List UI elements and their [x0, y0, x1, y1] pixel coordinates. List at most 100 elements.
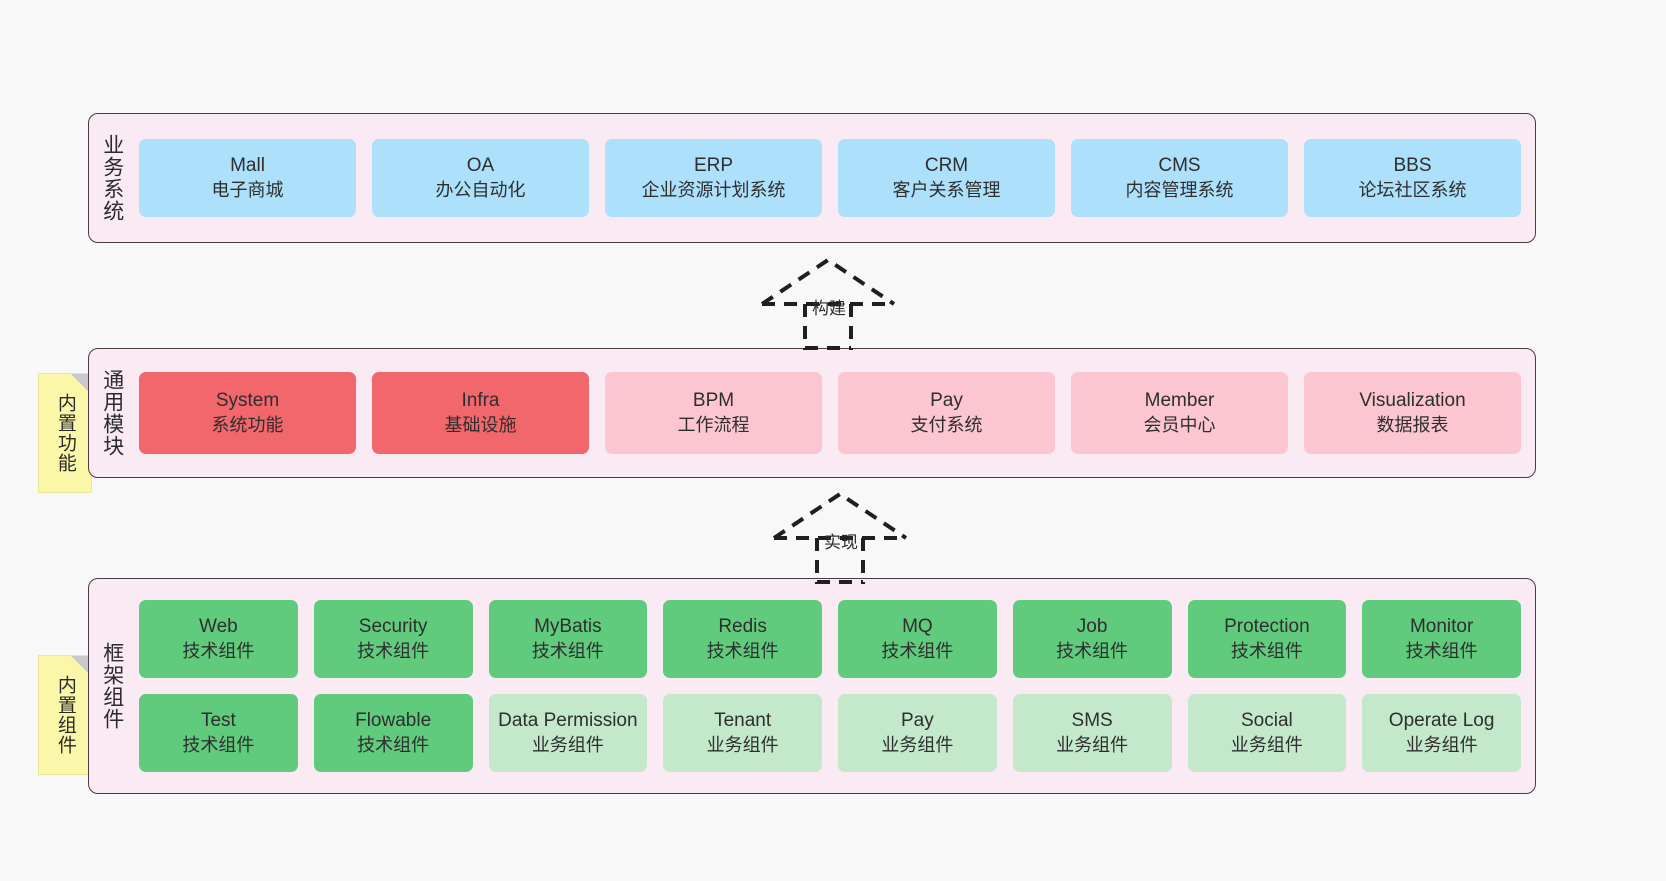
card-bpm[interactable]: BPM 工作流程 — [605, 372, 822, 454]
card-title: Operate Log — [1388, 710, 1495, 732]
card-tenant[interactable]: Tenant 业务组件 — [663, 694, 822, 772]
card-pay[interactable]: Pay 支付系统 — [838, 372, 1055, 454]
card-title: Monitor — [1409, 616, 1474, 638]
card-title: Infra — [461, 390, 500, 412]
card-subtitle: 技术组件 — [1230, 640, 1303, 661]
card-subtitle: 技术组件 — [881, 640, 954, 661]
card-infra[interactable]: Infra 基础设施 — [372, 372, 589, 454]
card-subtitle: 技术组件 — [531, 640, 604, 661]
card-security[interactable]: Security 技术组件 — [313, 600, 473, 678]
card-title: MQ — [902, 616, 933, 638]
card-subtitle: 业务组件 — [881, 734, 954, 755]
card-subtitle: 数据报表 — [1376, 414, 1449, 435]
card-subtitle: 业务组件 — [531, 734, 604, 755]
card-subtitle: 技术组件 — [706, 640, 779, 661]
card-title: Job — [1076, 616, 1108, 638]
card-subtitle: 系统功能 — [211, 414, 284, 435]
card-subtitle: 办公自动化 — [435, 179, 526, 200]
card-title: SMS — [1071, 710, 1113, 732]
realization-arrow-icon — [760, 257, 896, 350]
card-subtitle: 工作流程 — [677, 414, 750, 435]
card-row: Test 技术组件 Flowable 技术组件 Data Permission … — [139, 694, 1521, 772]
card-cms[interactable]: CMS 内容管理系统 — [1071, 139, 1288, 217]
card-test[interactable]: Test 技术组件 — [139, 694, 298, 772]
note-fold-icon — [71, 374, 91, 394]
card-row: Mall 电子商城 OA 办公自动化 ERP 企业资源计划系统 CRM 客户关系… — [139, 139, 1521, 217]
card-subtitle: 业务组件 — [706, 734, 779, 755]
connector-build-label: 构建 — [812, 299, 846, 318]
card-title: Data Permission — [498, 710, 638, 732]
sticky-note-label: 内置组件 — [54, 675, 76, 755]
card-flowable[interactable]: Flowable 技术组件 — [313, 694, 473, 772]
card-subtitle: 内容管理系统 — [1125, 179, 1234, 200]
card-visualization[interactable]: Visualization 数据报表 — [1304, 372, 1521, 454]
card-web[interactable]: Web 技术组件 — [139, 600, 298, 678]
card-title: Protection — [1224, 616, 1310, 638]
card-system[interactable]: System 系统功能 — [139, 372, 356, 454]
card-subtitle: 业务组件 — [1230, 734, 1303, 755]
card-title: Pay — [930, 390, 963, 412]
card-bbs[interactable]: BBS 论坛社区系统 — [1304, 139, 1521, 217]
card-title: Mall — [230, 155, 265, 177]
card-subtitle: 业务组件 — [1056, 734, 1129, 755]
card-subtitle: 技术组件 — [357, 640, 430, 661]
card-title: System — [215, 390, 280, 412]
card-subtitle: 基础设施 — [444, 414, 517, 435]
layer-body-business-system: Mall 电子商城 OA 办公自动化 ERP 企业资源计划系统 CRM 客户关系… — [135, 114, 1535, 242]
card-oa[interactable]: OA 办公自动化 — [372, 139, 589, 217]
card-title: Pay — [901, 710, 934, 732]
card-subtitle: 技术组件 — [1405, 640, 1478, 661]
card-operate-log[interactable]: Operate Log 业务组件 — [1362, 694, 1521, 772]
sticky-note-builtin-function: 内置功能 — [38, 373, 92, 493]
card-redis[interactable]: Redis 技术组件 — [663, 600, 822, 678]
card-sms[interactable]: SMS 业务组件 — [1012, 694, 1172, 772]
layer-body-common-module: System 系统功能 Infra 基础设施 BPM 工作流程 Pay 支付系统 — [135, 349, 1535, 477]
card-mq[interactable]: MQ 技术组件 — [838, 600, 997, 678]
card-title: MyBatis — [534, 616, 602, 638]
card-subtitle: 电子商城 — [211, 179, 284, 200]
sticky-note-label: 内置功能 — [54, 393, 76, 473]
card-mall[interactable]: Mall 电子商城 — [139, 139, 356, 217]
card-social[interactable]: Social 业务组件 — [1187, 694, 1347, 772]
card-subtitle: 业务组件 — [1405, 734, 1478, 755]
card-protection[interactable]: Protection 技术组件 — [1187, 600, 1347, 678]
card-title: Member — [1144, 390, 1215, 412]
card-subtitle: 技术组件 — [182, 640, 255, 661]
layer-common-module: 通用模块 System 系统功能 Infra 基础设施 BPM 工作流程 — [88, 348, 1536, 478]
card-title: Flowable — [355, 710, 432, 732]
card-title: CRM — [924, 155, 969, 177]
card-job[interactable]: Job 技术组件 — [1012, 600, 1172, 678]
card-subtitle: 论坛社区系统 — [1358, 179, 1467, 200]
card-crm[interactable]: CRM 客户关系管理 — [838, 139, 1055, 217]
card-monitor[interactable]: Monitor 技术组件 — [1362, 600, 1521, 678]
layer-framework-component: 框架组件 Web 技术组件 Security 技术组件 MyBatis 技术组件 — [88, 578, 1536, 794]
card-pay-business[interactable]: Pay 业务组件 — [838, 694, 997, 772]
card-title: Security — [358, 616, 428, 638]
card-title: ERP — [693, 155, 734, 177]
card-member[interactable]: Member 会员中心 — [1071, 372, 1288, 454]
layer-title-common-module: 通用模块 — [100, 369, 124, 457]
card-subtitle: 会员中心 — [1143, 414, 1216, 435]
card-title: Test — [200, 710, 236, 732]
card-title: Visualization — [1359, 390, 1466, 412]
card-mybatis[interactable]: MyBatis 技术组件 — [488, 600, 648, 678]
card-title: Social — [1241, 710, 1293, 732]
layer-title-business-system: 业务系统 — [100, 134, 124, 222]
card-data-permission[interactable]: Data Permission 业务组件 — [488, 694, 648, 772]
realization-arrow-icon — [772, 491, 908, 584]
layer-body-framework-component: Web 技术组件 Security 技术组件 MyBatis 技术组件 Redi… — [135, 579, 1535, 793]
card-title: Redis — [718, 616, 767, 638]
card-subtitle: 技术组件 — [357, 734, 430, 755]
card-erp[interactable]: ERP 企业资源计划系统 — [605, 139, 822, 217]
layer-business-system: 业务系统 Mall 电子商城 OA 办公自动化 ERP 企业资源计划系统 — [88, 113, 1536, 243]
card-title: OA — [466, 155, 495, 177]
note-fold-icon — [71, 656, 91, 676]
card-subtitle: 技术组件 — [1056, 640, 1129, 661]
card-title: BBS — [1393, 155, 1432, 177]
card-subtitle: 支付系统 — [910, 414, 983, 435]
card-subtitle: 企业资源计划系统 — [641, 179, 786, 200]
connector-build: 构建 — [760, 257, 910, 350]
card-row: Web 技术组件 Security 技术组件 MyBatis 技术组件 Redi… — [139, 600, 1521, 678]
connector-implement-label: 实现 — [824, 533, 858, 552]
layer-title-framework-component: 框架组件 — [100, 642, 124, 730]
